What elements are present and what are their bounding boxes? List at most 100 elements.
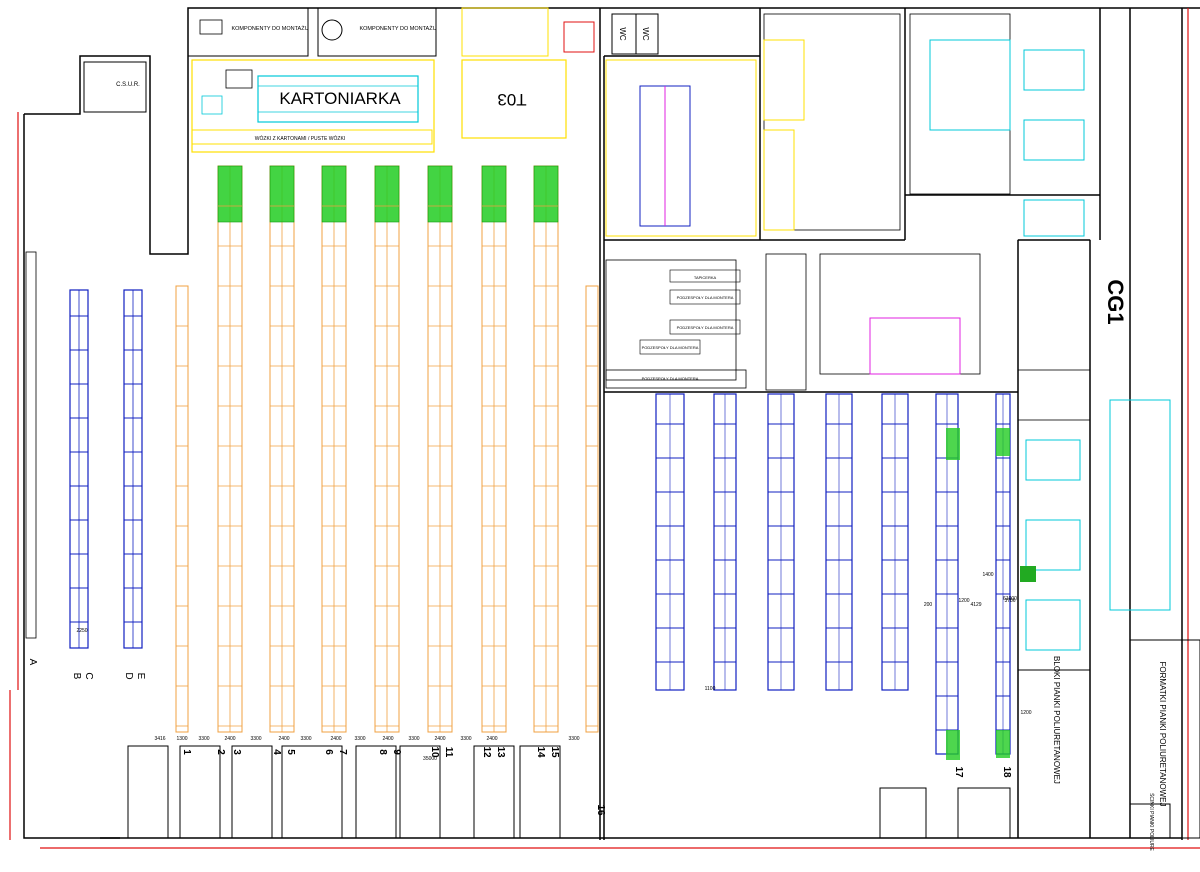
orange-rack-5 — [374, 165, 400, 733]
dimension-7: 3300 — [300, 736, 311, 742]
wozki-label: WÓZKI Z KARTONAMI / PUSTE WÓZKI — [255, 135, 345, 142]
left-rack-rows — [25, 251, 143, 649]
bay-door-4 — [281, 745, 343, 839]
dimension-16: 2250 — [76, 628, 87, 634]
dimension-22: 1200 — [1020, 710, 1031, 716]
blue-rack-1 — [655, 393, 685, 691]
bay-number-12: 12 — [481, 746, 492, 758]
formatki-label: FORMATKI PIANKI POLIURETANOWEJ — [1158, 661, 1167, 806]
bay-door-1 — [127, 745, 169, 839]
row-letter-e: E — [135, 673, 146, 680]
orange-rack-aisles — [175, 165, 599, 733]
top-section: KOMPONENTY DO MONTAŻU KOMPONENTY DO MONT… — [187, 7, 567, 153]
bay-door-2 — [179, 745, 221, 839]
wc-rooms: WC WC — [563, 13, 659, 55]
dimension-12: 2400 — [434, 736, 445, 742]
loading-bays — [127, 745, 1011, 839]
dimension-4: 2400 — [224, 736, 235, 742]
orange-rack-6 — [427, 165, 453, 733]
csur-label: C.S.U.R. — [116, 82, 140, 88]
bay-door-7 — [473, 745, 515, 839]
orange-rack-7 — [481, 165, 507, 733]
dimension-23: 61000 — [1003, 596, 1017, 602]
dimension-15: 3300 — [568, 736, 579, 742]
rack-row-de — [123, 289, 143, 649]
podzespoly-label-3: PODZESPOŁY DLA MONTERA — [642, 345, 699, 350]
dimension-labels: 3416 1300 3300 2400 3300 2400 3300 2400 3300 2400… — [76, 572, 1031, 762]
dimension-19: 1200 — [958, 598, 969, 604]
green-zone-18-top — [996, 428, 1010, 456]
row-letter-d: D — [123, 672, 134, 679]
dimension-3: 3300 — [198, 736, 209, 742]
bay-number-4: 4 — [271, 749, 282, 755]
bay-number-13: 13 — [495, 746, 506, 758]
blue-rack-3 — [767, 393, 795, 691]
bay-number-10: 10 — [429, 746, 440, 758]
scinki-label: ŚCINKI PIANKI POLIURE — [1148, 793, 1156, 851]
cg1-label: CG1 — [1103, 279, 1128, 324]
dimension-17: 1100 — [705, 686, 716, 692]
orange-rack-1 — [175, 285, 189, 733]
orange-rack-8 — [533, 165, 559, 733]
tapicerka-label: TAPICERKA — [694, 275, 717, 280]
rack-row-bc — [69, 289, 89, 649]
podzespoly-label-1: PODZESPOŁY DLA MONTERA — [677, 295, 734, 300]
green-zone-17-bottom — [946, 730, 960, 760]
dimension-25: 1400 — [982, 572, 993, 578]
dimension-10: 2400 — [382, 736, 393, 742]
rack-row-a — [25, 251, 37, 639]
bay-number-9: 9 — [391, 749, 402, 755]
dimension-8: 2400 — [330, 736, 341, 742]
green-zone-17-top — [946, 428, 960, 460]
green-zone-18-bottom — [996, 730, 1010, 758]
workshop-area — [763, 13, 1085, 391]
right-storage-boxes — [1017, 239, 1200, 839]
bay-number-5: 5 — [285, 749, 296, 755]
bay-number-6: 6 — [323, 749, 334, 755]
orange-rack-9 — [585, 285, 599, 733]
bay-door-6 — [399, 745, 441, 839]
podzespoly-label-4: PODZESPOŁY DLA MONTERA — [642, 376, 699, 381]
assembly-area: TAPICERKA PODZESPOŁY DLA MONTERA PODZESP… — [605, 59, 757, 389]
dimension-5: 3300 — [250, 736, 261, 742]
blue-rack-2 — [713, 393, 737, 691]
dimension-14: 2400 — [486, 736, 497, 742]
bay-number-15: 15 — [549, 746, 560, 758]
komponenty-label-2: KOMPONENTY DO MONTAŻU — [359, 25, 436, 32]
wc-label-2: WC — [641, 27, 650, 41]
podzespoly-label-2: PODZESPOŁY DLA MONTERA — [677, 325, 734, 330]
bay-number-2: 2 — [215, 749, 226, 755]
bay-number-1: 1 — [181, 749, 192, 755]
row-letter-c: C — [83, 672, 94, 679]
bay-door-8 — [519, 745, 561, 839]
blue-rack-aisles — [655, 393, 1011, 760]
row-letter-a: A — [27, 659, 38, 666]
bay-door-3 — [231, 745, 273, 839]
dimension-11: 3300 — [408, 736, 419, 742]
bay-door-18 — [957, 787, 1011, 839]
bay-number-16: 16 — [595, 804, 606, 816]
row-letter-b: B — [71, 673, 82, 680]
bay-number-11: 11 — [443, 747, 454, 758]
dimension-18: 200 — [924, 602, 933, 608]
dimension-20: 4129 — [970, 602, 981, 608]
komponenty-label-1: KOMPONENTY DO MONTAŻU — [231, 25, 308, 32]
dimension-2: 1300 — [176, 736, 187, 742]
bay-number-18: 18 — [1001, 766, 1012, 778]
orange-rack-3 — [269, 165, 295, 733]
bay-number-17: 17 — [953, 766, 964, 778]
bay-number-14: 14 — [535, 746, 546, 758]
csur-room — [83, 61, 147, 113]
blue-rack-5 — [881, 393, 909, 691]
bloki-label: BLOKI PIANKI POLIURETANOWEJ — [1052, 656, 1061, 784]
orange-rack-4 — [321, 165, 347, 733]
bay-number-8: 8 — [377, 749, 388, 755]
dimension-24: 35000 — [423, 756, 437, 762]
bay-number-7: 7 — [337, 749, 348, 755]
kartoniarka-label: KARTONIARKA — [279, 89, 401, 108]
dimension-9: 3300 — [354, 736, 365, 742]
dimension-1: 3416 — [154, 736, 165, 742]
